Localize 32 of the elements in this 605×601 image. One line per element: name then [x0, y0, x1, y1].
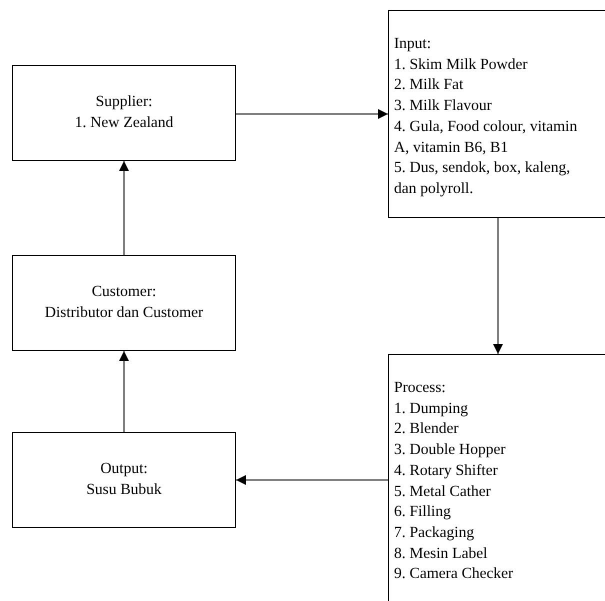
- box-heading: Process:: [394, 378, 447, 398]
- box-text: 4. Gula, Food colour, vitamin A, vitamin B6, B1: [394, 116, 578, 158]
- box-text: 4. Rotary Shifter: [394, 460, 499, 481]
- arrow: [236, 109, 388, 119]
- box-text: Susu Bubuk: [86, 480, 162, 500]
- arrow: [493, 218, 503, 354]
- box-text: 1. Dumping: [394, 398, 470, 419]
- box-heading: Supplier:: [96, 92, 152, 112]
- box-text: 1. Skim Milk Powder: [394, 54, 528, 75]
- box-heading: Customer:: [92, 282, 156, 302]
- arrow: [119, 350, 129, 432]
- arrow: [236, 475, 388, 485]
- box-text: 3. Double Hopper: [394, 440, 506, 460]
- arrow: [119, 160, 129, 256]
- box-text: 2. Milk Fat: [394, 75, 464, 96]
- box-text: 9. Camera Checker: [394, 564, 514, 584]
- process-box: [12, 65, 236, 161]
- box-text: 8. Mesin Label: [394, 544, 488, 564]
- box-text: 5. Dus, sendok, box, kaleng, dan polyroll.: [394, 158, 572, 199]
- box-text: 2. Blender: [394, 419, 460, 440]
- box-text: 1. New Zealand: [74, 113, 174, 133]
- process-box: [388, 354, 605, 601]
- box-heading: Output:: [100, 459, 148, 480]
- box-text: 5. Metal Cather: [394, 482, 492, 502]
- process-box: [12, 432, 236, 528]
- box-text: 7. Packaging: [394, 522, 476, 543]
- box-heading: Input:: [394, 34, 432, 54]
- process-box: [12, 255, 236, 351]
- box-text: 6. Filling: [394, 502, 452, 522]
- box-text: Distributor dan Customer: [44, 303, 204, 323]
- box-text: 3. Milk Flavour: [394, 96, 493, 116]
- process-box: [388, 10, 605, 218]
